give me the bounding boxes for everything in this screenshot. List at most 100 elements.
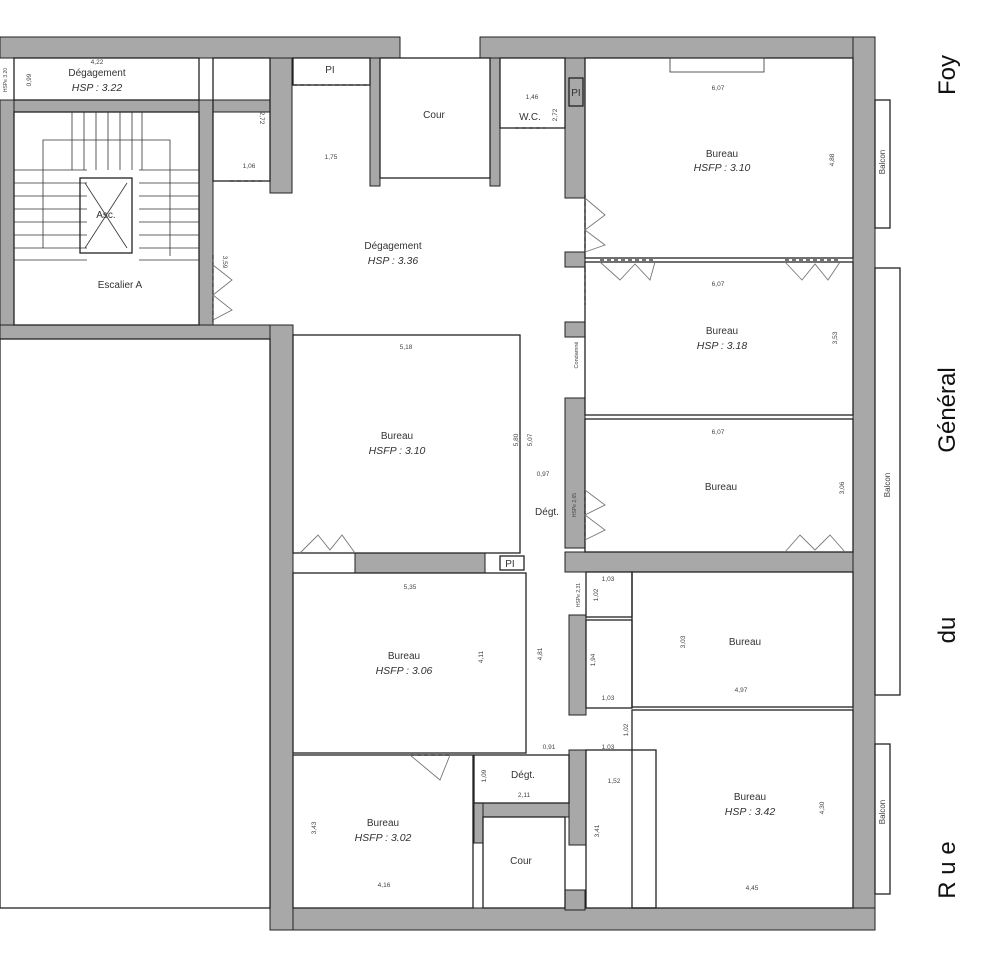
room-label: W.C. bbox=[519, 112, 541, 123]
bureau-c1-outline bbox=[292, 334, 521, 554]
cour-bottom-outline bbox=[482, 816, 566, 909]
stair-treads bbox=[14, 112, 199, 261]
wall-stair-east bbox=[198, 99, 214, 336]
dim: 3,59 bbox=[221, 256, 228, 269]
dim: 4,45 bbox=[746, 885, 759, 892]
dim: 5,07 bbox=[527, 433, 534, 446]
room-label: Cour bbox=[423, 110, 445, 121]
dim: 1,75 bbox=[325, 154, 338, 161]
dim: 1,09 bbox=[481, 769, 488, 782]
wall-cour-bottom-west bbox=[473, 802, 484, 844]
balcony-1 bbox=[874, 99, 891, 229]
dim: 4,88 bbox=[829, 153, 836, 166]
dim: 3,43 bbox=[311, 821, 318, 834]
wall-north-east bbox=[479, 36, 876, 59]
labels: 4,22 Dégagement HSP : 3.22 0,99 HSPe 3.2… bbox=[3, 59, 892, 892]
balcony-label: Balcon bbox=[883, 473, 892, 497]
wall-cour-east bbox=[489, 57, 501, 187]
door-swing bbox=[299, 534, 356, 554]
dim: 4,81 bbox=[537, 647, 544, 660]
walls bbox=[0, 36, 876, 931]
degt-bottom-outline bbox=[473, 754, 570, 804]
balcony-label: Balcon bbox=[878, 150, 887, 174]
wall-cour-west bbox=[369, 57, 381, 187]
room-label: Bureau bbox=[706, 149, 738, 160]
dim: 1,02 bbox=[593, 588, 600, 601]
dim: 6,07 bbox=[712, 429, 725, 436]
dim: 1,52 bbox=[608, 778, 621, 785]
wall-small-rooms bbox=[568, 614, 587, 716]
room-hsp: HSFP : 3.10 bbox=[369, 445, 426, 457]
dim: 1,06 bbox=[243, 163, 256, 170]
room-hsp: HSFP : 3.10 bbox=[694, 162, 751, 174]
room-label: Bureau bbox=[705, 482, 737, 493]
wall-bureau-c1-south bbox=[354, 552, 486, 574]
bureau-e4-outline bbox=[631, 571, 854, 708]
wall-south bbox=[269, 907, 876, 931]
dim: 3,41 bbox=[594, 824, 601, 837]
wall-stair-west bbox=[0, 99, 15, 336]
room-label: Dégt. bbox=[535, 507, 559, 518]
room-hsp: HSFP : 3.02 bbox=[355, 832, 412, 844]
dim: HSPe 2,31 bbox=[576, 583, 582, 607]
room-label: Bureau bbox=[729, 637, 761, 648]
bureau-e2-outline bbox=[584, 261, 854, 416]
dim: 4,22 bbox=[91, 59, 104, 66]
pillar-2 bbox=[564, 321, 586, 338]
radiator bbox=[669, 57, 765, 73]
room-hsp: HSP : 3.42 bbox=[725, 806, 776, 818]
room-label: Condamné bbox=[574, 342, 580, 369]
elevator-shaft bbox=[79, 177, 133, 254]
degagement-top-outline bbox=[13, 57, 200, 101]
bureau-sw-outline bbox=[292, 754, 474, 909]
door-swing bbox=[784, 534, 846, 553]
dim: 1,02 bbox=[623, 723, 630, 736]
dim: 4,30 bbox=[819, 801, 826, 814]
dim: 2,72 bbox=[258, 112, 265, 125]
dim: 3,06 bbox=[839, 481, 846, 494]
street-name: R u e du Général Foy bbox=[934, 55, 961, 899]
room-label: Dégagement bbox=[364, 241, 421, 252]
street-word: Général bbox=[934, 367, 961, 452]
dim: 5,80 bbox=[513, 433, 520, 446]
wall-closet bbox=[269, 57, 293, 194]
staircase bbox=[13, 111, 200, 326]
dim: 6,07 bbox=[712, 85, 725, 92]
room-label: PI bbox=[571, 88, 580, 99]
room-label: PI bbox=[325, 65, 334, 76]
dim: 1,03 bbox=[602, 576, 615, 583]
wall-cour-bottom-north bbox=[473, 802, 570, 818]
room-label: Cour bbox=[510, 856, 532, 867]
room-label: Bureau bbox=[706, 326, 738, 337]
room-label: Bureau bbox=[367, 818, 399, 829]
door-swing bbox=[599, 261, 656, 281]
elevator-cross bbox=[84, 182, 128, 249]
balcony-3 bbox=[874, 743, 891, 895]
pi-wc-box bbox=[568, 77, 584, 107]
dim: 5,18 bbox=[400, 344, 413, 351]
dim: 4,16 bbox=[378, 882, 391, 889]
closet-outline bbox=[212, 57, 271, 182]
dim: 1,03 bbox=[602, 695, 615, 702]
pi-mid-box bbox=[499, 555, 525, 571]
dim: HSPe 3.20 bbox=[3, 68, 9, 92]
dim: 5,35 bbox=[404, 584, 417, 591]
room-label: Bureau bbox=[388, 651, 420, 662]
void-west bbox=[0, 338, 271, 909]
door-swing bbox=[584, 489, 606, 541]
dim: 3,03 bbox=[680, 635, 687, 648]
room-hsp: HSP : 3.22 bbox=[72, 82, 123, 94]
dim: 2,11 bbox=[518, 792, 531, 799]
wall-cour-bottom-east bbox=[568, 749, 587, 846]
dim: 1,46 bbox=[526, 94, 539, 101]
door-swing bbox=[409, 754, 451, 781]
cour-top-outline bbox=[379, 57, 491, 179]
door-swing bbox=[784, 261, 841, 281]
door-swing bbox=[584, 197, 606, 253]
dim: 1,03 bbox=[602, 744, 615, 751]
wall-bureau-e3-south bbox=[564, 551, 854, 573]
balconies bbox=[874, 99, 901, 895]
wall-wc-east bbox=[564, 57, 586, 199]
room-label: Escalier A bbox=[98, 280, 143, 291]
